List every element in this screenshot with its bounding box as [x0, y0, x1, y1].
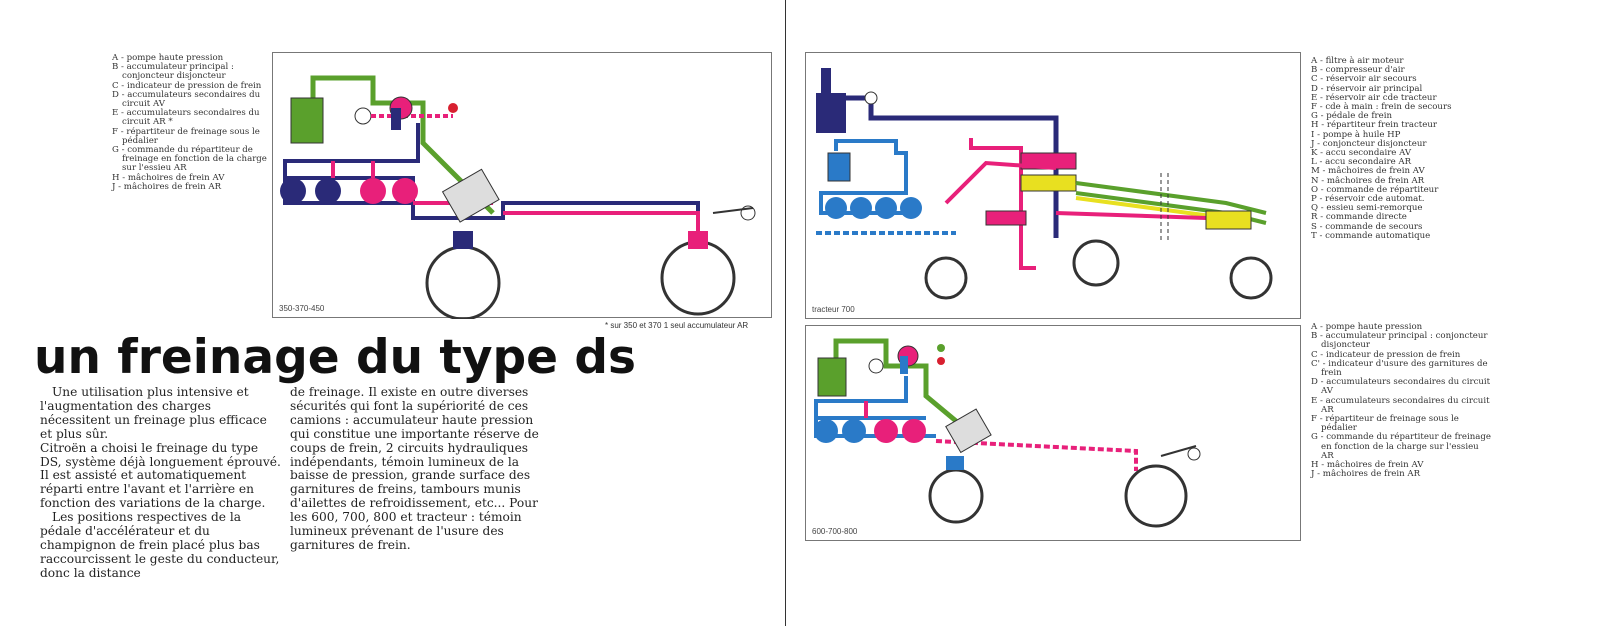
- body-column-2: de freinage. Il existe en outre diverses…: [290, 385, 540, 553]
- legend-item: A - pompe haute pression: [1311, 322, 1423, 332]
- legend-item: L - accu secondaire AR: [1311, 157, 1412, 168]
- brake-diagram-600: 600-700-800: [805, 325, 1301, 541]
- legend-item: C - indicateur de pression de frein: [112, 80, 262, 91]
- legend-item: G - commande du répartiteur de freinage …: [112, 145, 267, 174]
- pneumatic-circuit-diagram: [816, 68, 1273, 300]
- paragraph: Une utilisation plus intensive et l'augm…: [40, 385, 267, 441]
- brake-diagram-tracteur: tracteur 700: [805, 52, 1301, 319]
- legend-item: A - filtre à air moteur: [1311, 56, 1404, 66]
- legend-item: M - mâchoires de frein AV: [1311, 166, 1425, 177]
- paragraph: Les positions respectives de la pédale d…: [40, 510, 280, 580]
- legend-item: E - accumulateurs secondaires du circuit…: [112, 108, 260, 128]
- brake-diagram-350: 350-370-450: [272, 52, 772, 319]
- page-title: un freinage du type ds: [34, 330, 637, 385]
- legend-item: F - cde à main : frein de secours: [1311, 102, 1452, 113]
- page-divider: [785, 0, 786, 626]
- legend-bottom-right: A - pompe haute pression B - accumulateu…: [1311, 322, 1491, 480]
- legend-item: G - commande du répartiteur de freinage …: [1311, 432, 1491, 461]
- legend-item: S - commande de secours: [1311, 221, 1423, 232]
- legend-item: P - réservoir cde automat.: [1311, 194, 1425, 205]
- legend-item: C - indicateur de pression de frein: [1311, 349, 1461, 360]
- legend-item: D - réservoir air principal: [1311, 83, 1423, 94]
- legend-item: D - accumulateurs secondaires du circuit…: [1311, 377, 1491, 397]
- body-column-1: Une utilisation plus intensive et l'augm…: [40, 385, 282, 581]
- legend-item: B - accumulateur principal : conjoncteur…: [112, 62, 234, 82]
- legend-item: D - accumulateurs secondaires du circuit…: [112, 89, 261, 110]
- legend-item: T - commande automatique: [1311, 230, 1431, 241]
- paragraph: Il est assisté et automatiquement répart…: [40, 468, 266, 511]
- legend-item: H - mâchoires de frein AV: [112, 172, 225, 183]
- legend-item: G - pédale de frein: [1311, 111, 1392, 122]
- legend-item: N - mâchoires de frein AR: [1311, 175, 1425, 186]
- paragraph: Citroën a choisi le freinage du type DS,…: [40, 440, 281, 469]
- legend-item: E - réservoir air cde tracteur: [1311, 92, 1437, 103]
- hydraulic-circuit-diagram: [814, 338, 1201, 528]
- footnote: * sur 350 et 370 1 seul accumulateur AR: [605, 321, 749, 330]
- legend-item: R - commande directe: [1311, 212, 1407, 223]
- hydraulic-circuit-diagram: [280, 75, 756, 319]
- diagram-caption: 350-370-450: [279, 304, 325, 313]
- legend-item: C - réservoir air secours: [1311, 74, 1417, 85]
- diagram-caption: tracteur 700: [812, 305, 855, 314]
- legend-item: B - accumulateur principal : conjoncteur…: [1311, 331, 1488, 351]
- legend-item: I - pompe à huile HP: [1311, 129, 1401, 140]
- legend-item: C' - indicateur d'usure des garnitures d…: [1311, 358, 1488, 379]
- paragraph: de freinage. Il existe en outre diverses…: [290, 385, 539, 552]
- legend-item: J - mâchoires de frein AR: [112, 181, 222, 192]
- legend-item: H - répartiteur frein tracteur: [1311, 120, 1437, 131]
- legend-item: F - répartiteur de freinage sous le péda…: [112, 126, 260, 146]
- legend-item: J - conjoncteur disjoncteur: [1311, 138, 1427, 149]
- legend-item: E - accumulateurs secondaires du circuit…: [1311, 395, 1490, 415]
- legend-item: O - commande de répartiteur: [1311, 184, 1439, 195]
- legend-item: Q - essieu semi-remorque: [1311, 203, 1423, 214]
- legend-item: K - accu secondaire AV: [1311, 148, 1412, 159]
- legend-left: A - pompe haute pression B - accumulateu…: [112, 53, 270, 192]
- legend-item: H - mâchoires de frein AV: [1311, 460, 1424, 471]
- legend-item: F - répartiteur de freinage sous le péda…: [1311, 414, 1459, 434]
- legend-top-right: A - filtre à air moteur B - compresseur …: [1311, 56, 1501, 241]
- legend-item: J - mâchoires de frein AR: [1311, 469, 1421, 480]
- diagram-caption: 600-700-800: [812, 527, 858, 536]
- legend-item: A - pompe haute pression: [112, 53, 224, 63]
- legend-item: B - compresseur d'air: [1311, 65, 1405, 76]
